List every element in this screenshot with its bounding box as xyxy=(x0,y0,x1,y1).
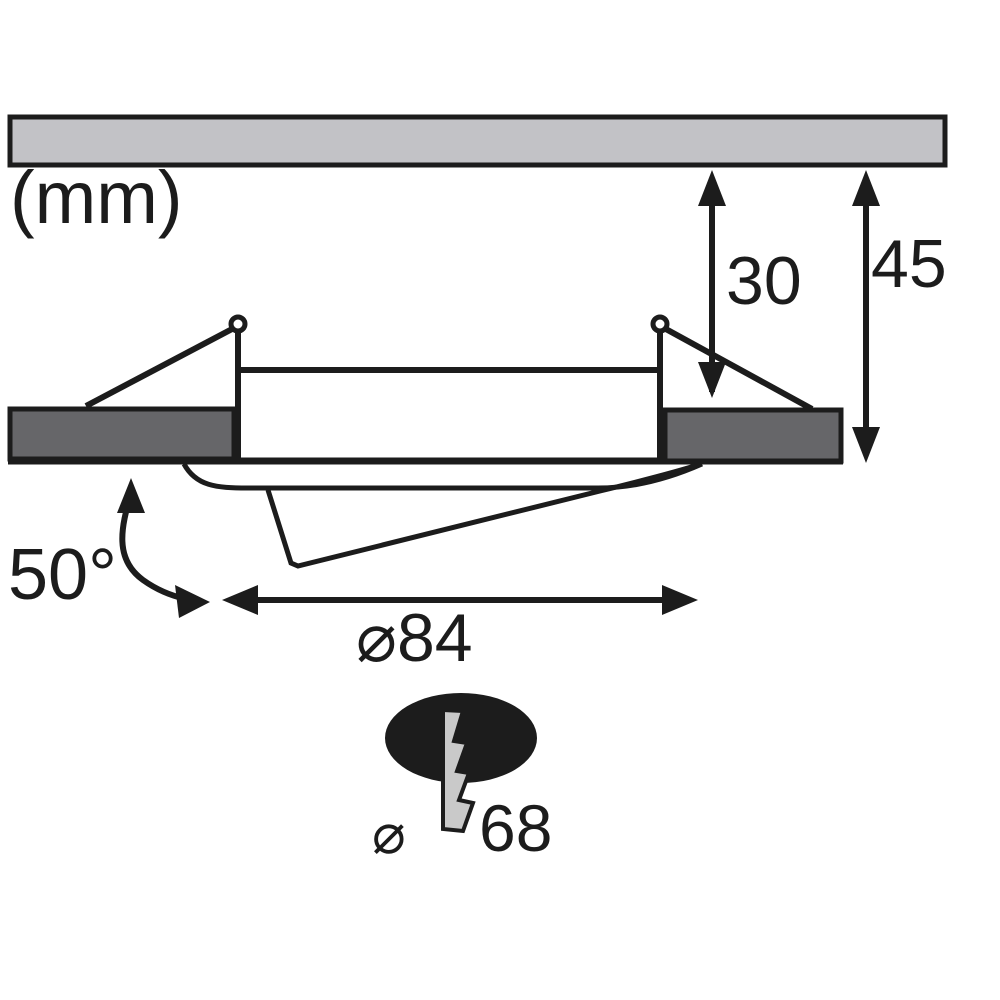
trim-flange-right xyxy=(662,407,844,464)
trim-flange-left xyxy=(7,406,237,462)
ceiling-panel xyxy=(7,114,948,168)
overall-depth-label: 45 xyxy=(871,226,947,302)
cutout-diameter-value: 68 xyxy=(479,791,553,865)
ceiling-cutout-hole-icon xyxy=(385,693,537,783)
tilt-angle-arrow xyxy=(117,478,210,618)
tilted-gimbal-face xyxy=(265,461,702,569)
lightning-bolt-icon xyxy=(441,707,476,834)
dimension-arrow-84 xyxy=(222,585,698,615)
outer-diameter-label: ⌀84 xyxy=(356,600,473,676)
spring-pivot-left xyxy=(228,314,248,334)
dimension-arrow-30 xyxy=(698,170,726,398)
recess-depth-label: 30 xyxy=(726,243,802,319)
trim-ring-edge xyxy=(181,461,704,491)
tilt-angle-label: 50° xyxy=(8,535,117,615)
cutout-diameter-symbol: ⌀ xyxy=(372,802,406,865)
spring-clip-left xyxy=(84,314,248,409)
unit-label: (mm) xyxy=(10,156,183,239)
dimension-arrow-45 xyxy=(852,170,880,463)
spring-clip-right xyxy=(650,314,814,412)
spring-pivot-right xyxy=(650,314,670,334)
